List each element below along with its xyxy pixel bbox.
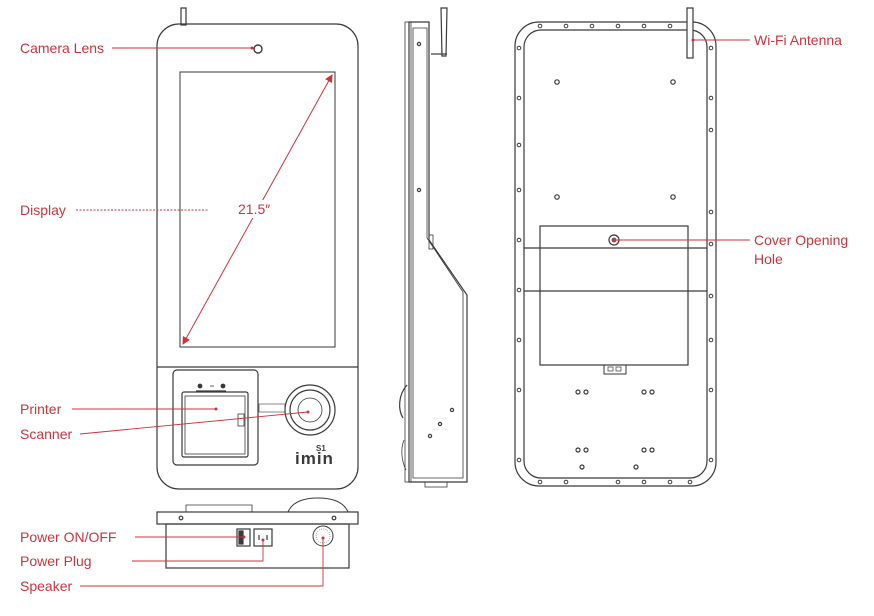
power-plug-label: Power Plug xyxy=(20,553,92,569)
scanner-ring xyxy=(284,384,336,436)
wifi-antenna-label: Wi-Fi Antenna xyxy=(754,32,842,48)
power-switch-icon xyxy=(236,528,251,547)
scanner-icon xyxy=(289,389,331,431)
scanner-label: Scanner xyxy=(20,426,73,442)
bottom-top-plate xyxy=(156,511,359,525)
back-view xyxy=(514,7,717,487)
cover-opening-hole-label-line2: Hole xyxy=(754,251,783,267)
brand-model-text: S1 xyxy=(316,444,326,453)
scanner-leader xyxy=(79,411,309,435)
printer-label: Printer xyxy=(20,401,62,417)
power-plug-leader xyxy=(132,540,264,562)
camera-lens-icon xyxy=(253,44,263,54)
front-body xyxy=(156,23,359,490)
display-screen xyxy=(179,71,336,348)
back-body xyxy=(514,21,717,487)
brand-logo-text: imin xyxy=(295,449,334,468)
screen-size-label: 21.5″ xyxy=(238,201,270,217)
cover-opening-hole-label: Cover Opening xyxy=(754,232,849,248)
side-antenna xyxy=(440,7,448,57)
display-label: Display xyxy=(20,202,66,218)
camera-lens-label: Camera Lens xyxy=(20,40,105,56)
power-switch-label: Power ON/OFF xyxy=(20,529,117,545)
back-cover-panel xyxy=(539,225,689,366)
back-edge-screws xyxy=(516,23,714,485)
speaker-label: Speaker xyxy=(20,578,73,594)
printer-housing xyxy=(172,369,259,466)
front-antenna xyxy=(180,7,187,26)
wifi-antenna-icon xyxy=(686,7,694,59)
bottom-body xyxy=(165,523,350,569)
speaker-leader xyxy=(80,538,324,587)
bottom-view xyxy=(156,497,359,569)
side-body xyxy=(408,21,468,483)
side-view xyxy=(399,7,468,488)
front-view: imin S1 xyxy=(156,7,359,490)
